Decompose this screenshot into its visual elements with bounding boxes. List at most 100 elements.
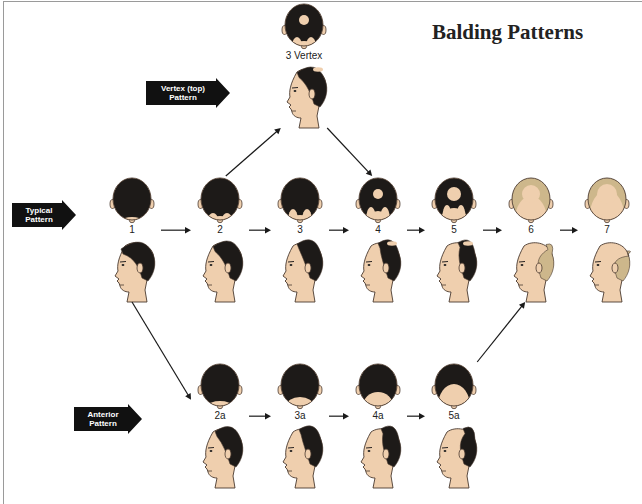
arrow-line [132, 302, 188, 396]
arrow-body [146, 78, 230, 108]
balding-stage: 5a [425, 362, 483, 488]
progression-arrow [329, 227, 349, 233]
head-side-view [361, 426, 401, 488]
ear [612, 263, 618, 273]
arrow-line [407, 230, 420, 231]
head-outline [281, 364, 319, 406]
head-outline [512, 178, 550, 220]
eyebrow [288, 447, 294, 449]
stage-number: 3 [271, 222, 329, 238]
bald-crown [299, 15, 309, 25]
head-top-view [198, 178, 242, 227]
mouth [442, 471, 446, 472]
eye [210, 264, 213, 266]
progression-arrow [560, 227, 578, 233]
hair-area [201, 364, 239, 411]
mouth [442, 285, 446, 286]
head-side-view [361, 240, 401, 302]
pattern-arrow-label: Anterior Pattern [74, 404, 142, 434]
arrow-line [249, 230, 266, 231]
arrow-body [12, 200, 76, 230]
head-side-view [283, 240, 323, 302]
balding-stage: 1 [103, 176, 161, 302]
bald-crown [597, 184, 617, 204]
ear [459, 449, 465, 459]
mouth [366, 471, 370, 472]
eye [368, 450, 371, 452]
arrow-line [161, 230, 186, 231]
head-outline [359, 364, 397, 406]
mouth [519, 285, 523, 286]
head-top-view [110, 178, 154, 223]
hair [215, 427, 243, 467]
stage-number: 5a [425, 408, 483, 424]
progression-arrow [329, 413, 349, 419]
scalp [113, 178, 151, 220]
arrow-line [329, 416, 344, 417]
eyebrow [442, 447, 448, 449]
hair-area [201, 178, 239, 227]
head-side-view [590, 243, 631, 302]
progression-arrow [407, 227, 425, 233]
stage-number: 4 [349, 222, 407, 238]
scalp [201, 364, 239, 406]
eye [444, 264, 447, 266]
stage-number: 4a [349, 408, 407, 424]
balding-stage: 5 [425, 176, 483, 302]
arrow-line [329, 230, 344, 231]
hair-area [113, 178, 151, 223]
pattern-arrow-label: Vertex (top) Pattern [146, 78, 230, 108]
ear [536, 263, 542, 273]
head-side-view [287, 67, 327, 128]
mouth [208, 285, 212, 286]
ear [305, 449, 311, 459]
balding-stage: 4a [349, 362, 407, 488]
arrow-line [407, 416, 420, 417]
ear [383, 449, 389, 459]
balding-stage: 3 Vertex [275, 2, 333, 128]
arrow-line [249, 416, 266, 417]
hair [378, 240, 401, 281]
mouth [595, 285, 599, 286]
pattern-name: Typical Pattern [19, 206, 59, 224]
head-outline [113, 178, 151, 220]
eyebrow [208, 261, 214, 263]
scalp [281, 178, 319, 220]
head-top-view [198, 364, 242, 411]
hair [201, 178, 239, 220]
head-side-view [203, 241, 243, 302]
hair [113, 178, 151, 220]
hair [458, 240, 477, 281]
stage-number: 3 Vertex [275, 48, 333, 64]
progression-arrow [327, 128, 372, 176]
head-outline [435, 364, 473, 406]
eye [122, 264, 125, 266]
mouth [288, 285, 292, 286]
head-side-view [283, 426, 323, 488]
mouth [288, 471, 292, 472]
ear [225, 263, 231, 273]
head-outline [588, 178, 626, 220]
hair-area [281, 364, 319, 415]
hair [285, 4, 323, 46]
eye [521, 264, 524, 266]
head-side-view [437, 240, 477, 302]
progression-arrow [249, 227, 271, 233]
mouth [292, 111, 296, 112]
hair [281, 178, 319, 220]
arrow-line [226, 131, 277, 176]
balding-stage: 2 [191, 176, 249, 302]
hair [121, 242, 155, 281]
progression-arrow [161, 227, 191, 233]
mouth [366, 285, 370, 286]
eyebrow [366, 447, 372, 449]
eye [597, 264, 600, 266]
head-outline [201, 364, 239, 406]
arrow-line [483, 230, 497, 231]
mouth [208, 471, 212, 472]
hair [381, 426, 401, 467]
crown-thinning [387, 241, 397, 245]
face-profile [115, 243, 154, 302]
head-side-view [514, 243, 554, 302]
eye [444, 450, 447, 452]
